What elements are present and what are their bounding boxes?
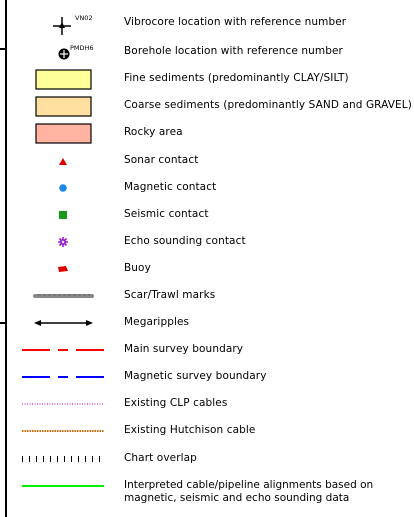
vibrocore-label: Vibrocore location with reference number: [124, 16, 347, 28]
sonar-contact-icon: [59, 158, 67, 165]
sonar-contact-label: Sonar contact: [124, 154, 199, 166]
borehole-icon: [58, 48, 70, 60]
seismic-contact-label: Seismic contact: [124, 208, 209, 220]
vibrocore-icon: [53, 17, 71, 35]
coarse-sediments-swatch: [10, 95, 120, 119]
chart-overlap-label: Chart overlap: [124, 452, 197, 464]
frame-tick: [0, 322, 6, 324]
legend-row-megaripples: Megaripples: [0, 312, 414, 336]
legend-row-main-boundary: Main survey boundary: [0, 339, 414, 363]
legend-row-echo: Echo sounding contact: [0, 231, 414, 255]
buoy-icon: [58, 266, 68, 272]
legend-row-coarse-sediments: Coarse sediments (predominantly SAND and…: [0, 95, 414, 119]
legend-row-fine-sediments: Fine sediments (predominantly CLAY/SILT): [0, 68, 414, 92]
megaripples-label: Megaripples: [124, 316, 190, 328]
legend-row-vibrocore: VN02 Vibrocore location with reference n…: [0, 12, 414, 36]
legend-row-magnetic-boundary: Magnetic survey boundary: [0, 366, 414, 390]
borehole-ref: PMDH6: [70, 44, 94, 52]
megaripples-arrow-icon: [34, 320, 93, 326]
frame-tick: [0, 48, 6, 50]
legend-row-rocky-area: Rocky area: [0, 122, 414, 146]
hutchison-cable-line: [22, 430, 104, 432]
borehole-label: Borehole location with reference number: [124, 45, 343, 57]
interpreted-alignment-line: [22, 485, 104, 487]
interpreted-alignment-label-line2: magnetic, seismic and echo sounding data: [124, 492, 350, 504]
legend-row-buoy: Buoy: [0, 258, 414, 282]
magnetic-contact-icon: [59, 184, 67, 192]
legend-row-borehole: PMDH6 Borehole location with reference n…: [0, 41, 414, 65]
fine-sediments-label: Fine sediments (predominantly CLAY/SILT): [124, 72, 349, 84]
echo-sounding-contact-icon: [58, 237, 68, 247]
echo-sounding-contact-label: Echo sounding contact: [124, 235, 246, 247]
vibrocore-symbol: VN02: [10, 12, 120, 36]
legend-row-chart-overlap: Chart overlap: [0, 448, 414, 472]
rocky-area-label: Rocky area: [124, 126, 183, 138]
legend-row-interpreted-alignments: Interpreted cable/pipeline alignments ba…: [0, 476, 414, 512]
left-frame-border: [5, 0, 7, 517]
legend-row-magnetic: Magnetic contact: [0, 177, 414, 201]
legend-row-seismic: Seismic contact: [0, 204, 414, 228]
vibrocore-ref: VN02: [75, 14, 93, 22]
magnetic-contact-label: Magnetic contact: [124, 181, 217, 193]
legend-row-clp-cables: Existing CLP cables: [0, 393, 414, 417]
scar-trawl-marks-label: Scar/Trawl marks: [124, 289, 216, 301]
main-survey-boundary-line: [22, 349, 104, 351]
rocky-area-swatch: [10, 122, 120, 146]
legend-row-sonar: Sonar contact: [0, 150, 414, 174]
magnetic-survey-boundary-line: [22, 376, 104, 378]
scar-trawl-marks-symbol: [33, 294, 94, 298]
hutchison-cable-label: Existing Hutchison cable: [124, 424, 256, 436]
interpreted-alignment-label-line1: Interpreted cable/pipeline alignments ba…: [124, 479, 374, 491]
clp-cables-label: Existing CLP cables: [124, 397, 228, 409]
fine-sediments-swatch: [10, 68, 120, 92]
seismic-contact-icon: [59, 211, 67, 219]
coarse-sediments-label: Coarse sediments (predominantly SAND and…: [124, 99, 412, 111]
legend-row-hutchison-cable: Existing Hutchison cable: [0, 420, 414, 444]
main-survey-boundary-label: Main survey boundary: [124, 343, 244, 355]
chart-overlap-line: [22, 456, 104, 462]
borehole-symbol: PMDH6: [10, 41, 120, 65]
clp-cables-line: [22, 403, 104, 405]
buoy-label: Buoy: [124, 262, 151, 274]
legend-row-scar-trawl: Scar/Trawl marks: [0, 285, 414, 309]
magnetic-survey-boundary-label: Magnetic survey boundary: [124, 370, 267, 382]
